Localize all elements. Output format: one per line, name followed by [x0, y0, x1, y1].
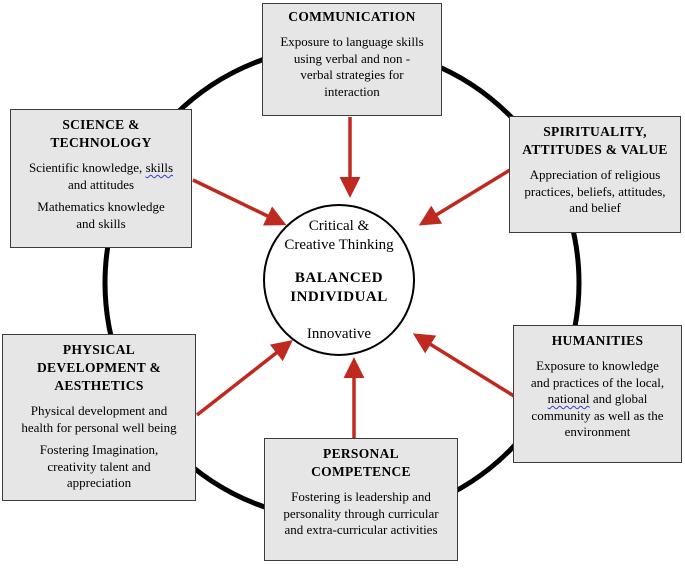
center-top-text: Critical & Creative Thinking [284, 217, 394, 253]
spirituality-title: SPIRITUALITY, ATTITUDES & VALUE [522, 124, 668, 157]
humanities-text-end: and global community as well as the envi… [531, 391, 664, 439]
physical-development-title: PHYSICAL DEVELOPMENT & AESTHETICS [36, 342, 162, 393]
science-text-1-end: and attitudes [67, 176, 135, 192]
science-technology-title: SCIENCE & TECHNOLOGY [50, 117, 152, 150]
physical-development-text-2: Fostering Imagination, creativity talent… [39, 442, 159, 490]
arrow-physical-development [195, 339, 293, 417]
science-technology-text-2: Mathematics knowledge and skills [37, 199, 165, 231]
humanities-text: Exposure to knowledge and practices of t… [520, 358, 675, 441]
physical-development-text-1: Physical development and health for pers… [21, 403, 177, 435]
arrow-science-technology [192, 178, 287, 226]
communication-box: COMMUNICATION Exposure to language skill… [262, 3, 442, 116]
arrows-group [192, 117, 515, 439]
science-technology-box: SCIENCE & TECHNOLOGY Scientific knowledg… [10, 109, 192, 248]
science-technology-text-1: Scientific knowledge, skills and attitud… [17, 160, 185, 193]
communication-title: COMMUNICATION [288, 9, 416, 24]
personal-competence-text: Fostering is leadership and personality … [283, 489, 439, 537]
center-bottom-text: Innovative [306, 325, 372, 342]
personal-competence-title: PERSONAL COMPETENCE [311, 446, 411, 479]
spellcheck-flagged-word: skills [145, 160, 174, 175]
center-circle [263, 204, 415, 356]
humanities-title: HUMANITIES [551, 333, 644, 348]
humanities-text-start: Exposure to knowledge and practices of t… [530, 358, 665, 390]
spirituality-box: SPIRITUALITY, ATTITUDES & VALUE Apprecia… [509, 116, 681, 233]
humanities-box: HUMANITIES Exposure to knowledge and pra… [513, 325, 682, 463]
science-text-1-start: Scientific knowledge, [28, 160, 146, 175]
arrow-humanities [412, 333, 515, 398]
personal-competence-box: PERSONAL COMPETENCE Fostering is leaders… [264, 438, 458, 561]
center-concept: Critical & Creative Thinking BALANCED IN… [263, 186, 415, 374]
arrow-spirituality [418, 168, 511, 226]
physical-development-box: PHYSICAL DEVELOPMENT & AESTHETICS Physic… [2, 334, 196, 501]
spellcheck-flagged-word: national [547, 391, 590, 406]
communication-text: Exposure to language skills using verbal… [280, 34, 424, 99]
center-main-text: BALANCED INDIVIDUAL [290, 269, 388, 305]
spirituality-text: Appreciation of religious practices, bel… [524, 167, 666, 215]
